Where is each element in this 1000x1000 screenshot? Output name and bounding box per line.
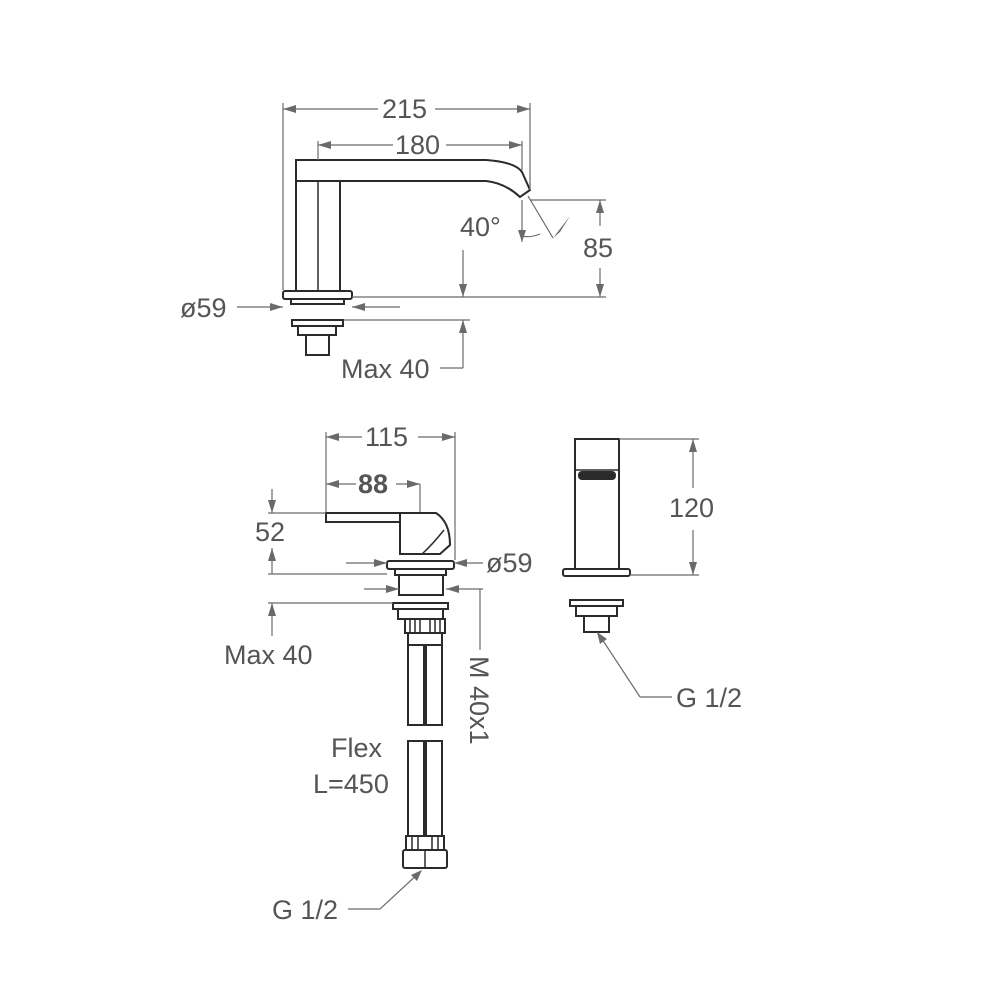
mixer-body [325, 512, 455, 869]
label-lever-length: 88 [358, 469, 388, 499]
label-flex: Flex [331, 733, 383, 763]
label-thread: M 40x1 [464, 656, 494, 745]
label-mixer-width: 115 [365, 422, 408, 452]
label-lever-height: 52 [255, 517, 285, 547]
label-side-height: 120 [669, 493, 714, 523]
spout-body [282, 159, 532, 356]
side-dimension-lines [597, 438, 699, 698]
spout-labels: 215 180 40° 85 ø59 Max 40 [180, 94, 613, 384]
spout-view: 215 180 40° 85 ø59 Max 40 [180, 94, 613, 384]
label-angle: 40° [460, 212, 501, 242]
label-width-total: 215 [382, 94, 427, 124]
side-body [562, 438, 631, 633]
label-max-thickness: Max 40 [341, 354, 430, 384]
mixer-labels: 115 88 52 ø59 Max 40 M 40x1 Flex L=450 G… [224, 422, 533, 925]
spout-dimension-lines [237, 103, 606, 369]
label-mixer-connection: G 1/2 [272, 895, 338, 925]
mixer-view: 115 88 52 ø59 Max 40 M 40x1 Flex L=450 G… [224, 422, 533, 925]
label-side-connection: G 1/2 [676, 683, 742, 713]
side-labels: 120 G 1/2 [669, 493, 742, 713]
label-mixer-base-diameter: ø59 [486, 548, 533, 578]
label-outlet-height: 85 [583, 233, 613, 263]
label-mixer-max-thickness: Max 40 [224, 640, 313, 670]
side-view: 120 G 1/2 [562, 438, 742, 713]
label-base-diameter: ø59 [180, 293, 227, 323]
label-flex-length: L=450 [313, 769, 389, 799]
mixer-dimension-lines [268, 432, 483, 910]
label-reach: 180 [395, 130, 440, 160]
